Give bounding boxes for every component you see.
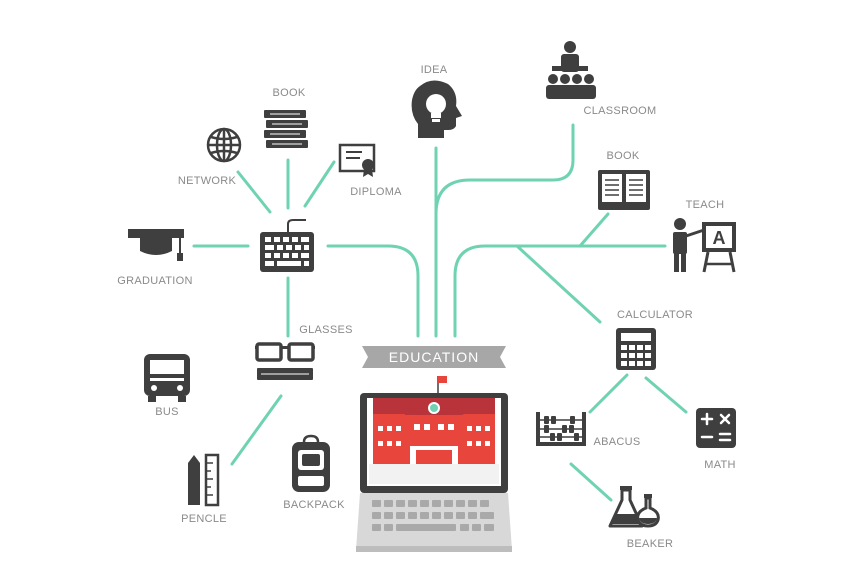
teacher-board-icon: A <box>673 218 736 273</box>
glasses-icon <box>255 342 315 380</box>
label-bus: BUS <box>155 406 179 418</box>
label-pencle: PENCLE <box>181 513 227 525</box>
label-teach: TEACH <box>685 199 725 211</box>
connector-network <box>236 170 272 214</box>
label-book-right: BOOK <box>606 150 640 162</box>
laptop-keys <box>372 500 494 531</box>
keyboard-hub-icon <box>260 219 314 272</box>
connector-left-hub <box>326 244 420 338</box>
education-banner <box>362 346 506 368</box>
globe-icon <box>206 127 242 163</box>
label-calculator: CALCULATOR <box>617 309 693 321</box>
math-icon <box>696 408 736 448</box>
label-abacus: ABACUS <box>593 436 641 448</box>
bus-icon <box>144 354 190 402</box>
backpack-icon <box>292 434 330 492</box>
svg-text:A: A <box>713 228 726 248</box>
connector-math <box>644 376 688 414</box>
label-diploma: DIPLOMA <box>350 186 402 198</box>
connector-abacus <box>588 373 629 414</box>
education-title: EDUCATION <box>388 349 480 365</box>
label-network: NETWORK <box>177 175 237 187</box>
label-graduation: GRADUATION <box>117 275 193 287</box>
label-idea: IDEA <box>420 64 448 76</box>
label-backpack: BACKPACK <box>283 499 345 511</box>
pencil-ruler-icon <box>188 453 220 507</box>
connector-right-hub <box>453 244 667 338</box>
connector-pencle <box>230 394 283 466</box>
label-beaker: BEAKER <box>626 538 674 550</box>
connector-beaker <box>569 462 613 502</box>
diploma-icon <box>338 143 376 177</box>
label-book-top: BOOK <box>272 87 306 99</box>
connector-calculator <box>515 244 602 324</box>
books-stack-icon <box>264 110 308 148</box>
label-classroom: CLASSROOM <box>583 105 657 117</box>
school-laptop-icon <box>356 376 512 552</box>
beaker-icon <box>608 486 660 528</box>
calculator-icon <box>616 328 656 370</box>
open-book-icon <box>598 170 650 210</box>
connector-book-right <box>578 212 610 248</box>
label-glasses: GLASSES <box>299 324 353 336</box>
connector-classroom <box>434 123 575 216</box>
abacus-icon <box>536 412 586 446</box>
graduation-cap-icon <box>128 229 184 261</box>
connectors <box>192 123 688 502</box>
label-math: MATH <box>704 459 736 471</box>
bulb-head-icon <box>411 80 462 138</box>
connector-diploma <box>303 160 336 208</box>
classroom-icon <box>546 41 596 99</box>
